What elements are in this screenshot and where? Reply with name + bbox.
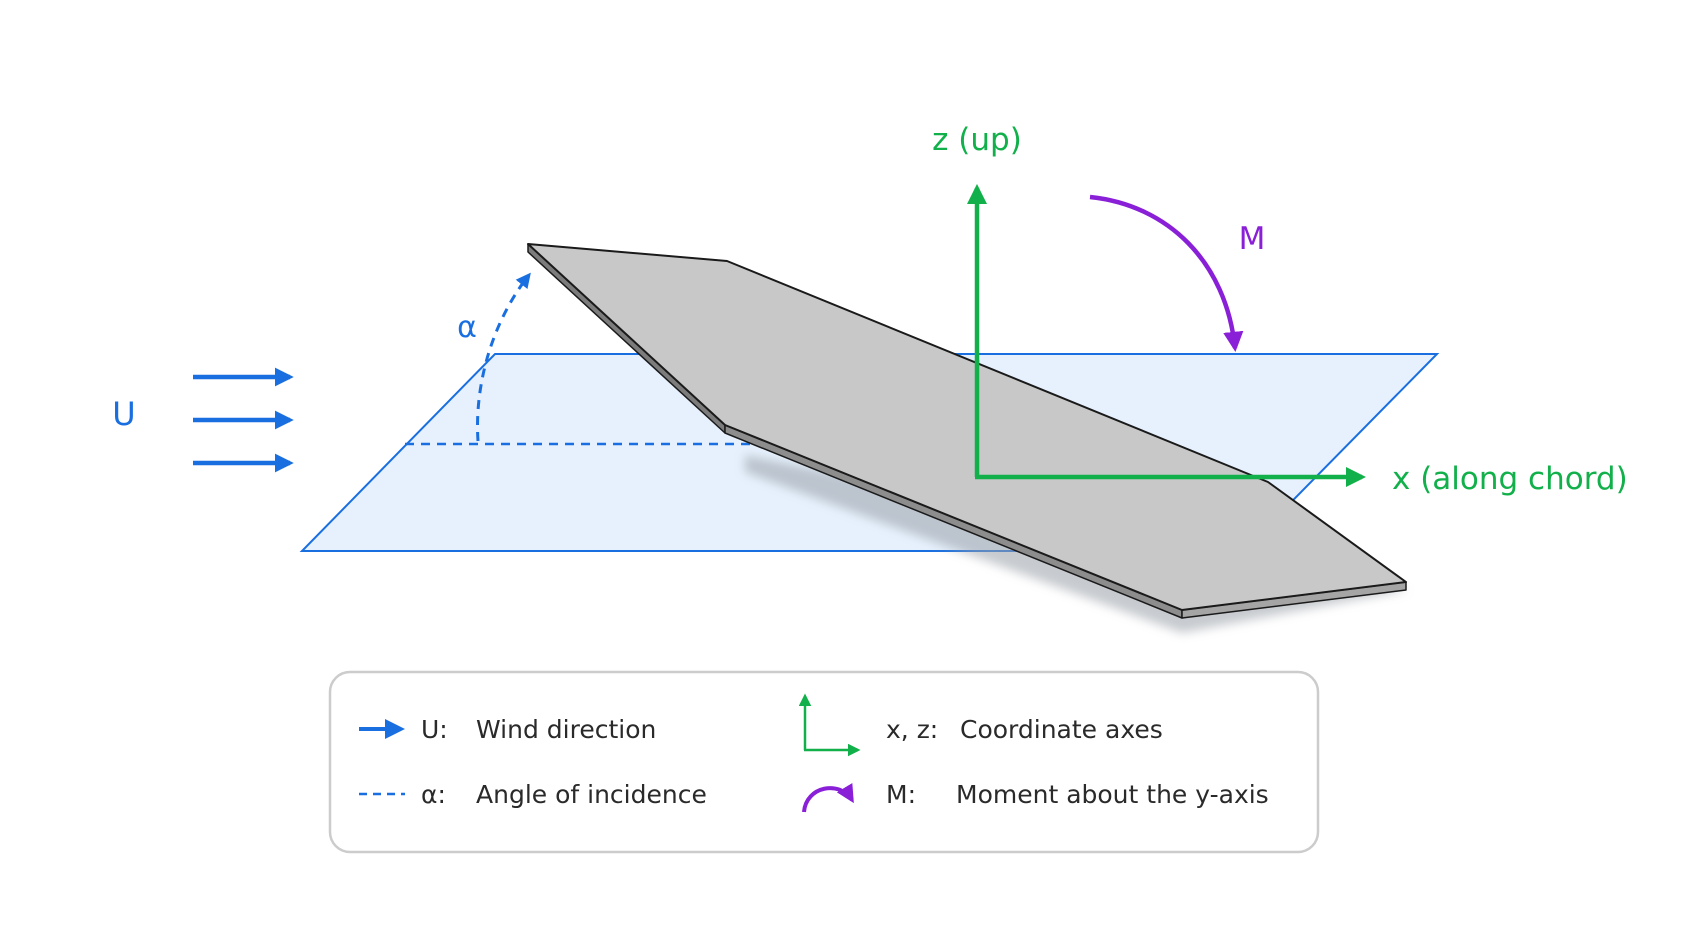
curved-arrow-icon xyxy=(802,783,854,813)
legend-symbol: α: xyxy=(421,780,446,809)
moment-arc xyxy=(1089,194,1244,353)
legend-text: Angle of incidence xyxy=(476,780,707,809)
z-axis-label: z (up) xyxy=(932,122,1022,158)
legend-text: Coordinate axes xyxy=(960,715,1163,744)
legend-text: Moment about the y-axis xyxy=(956,780,1269,809)
legend-symbol: M: xyxy=(886,780,916,809)
x-axis-label: x (along chord) xyxy=(1392,461,1628,497)
legend-symbol: x, z: xyxy=(886,715,938,744)
legend-text: Wind direction xyxy=(476,715,656,744)
flat-plate xyxy=(527,243,1407,619)
wind-label: U xyxy=(112,395,135,433)
legend-box xyxy=(328,670,1320,854)
incidence-angle-arc xyxy=(476,272,531,442)
legend: U: Wind direction α: Angle of incidence … xyxy=(328,670,1320,854)
legend-symbol: U: xyxy=(421,715,448,744)
moment-label: M xyxy=(1239,221,1266,257)
wind-arrows xyxy=(193,367,294,473)
axes-icon xyxy=(798,693,861,757)
angle-label: α xyxy=(457,310,477,345)
